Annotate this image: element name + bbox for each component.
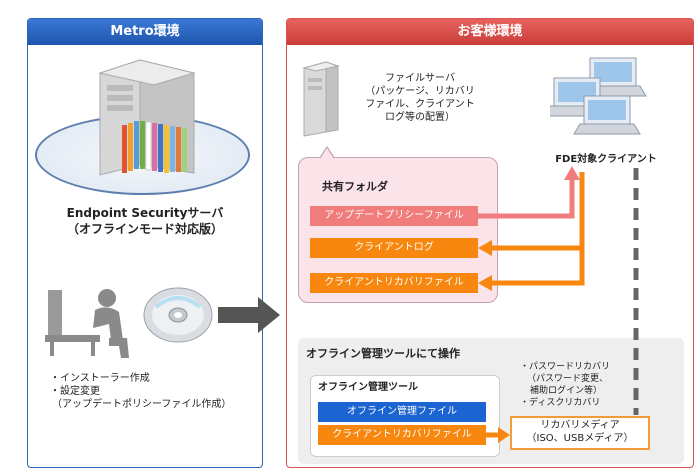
bullet-installer: ・インストーラー作成 [50,373,150,384]
policy-arrowhead [564,166,580,180]
note-disk-recovery: ・ディスクリカバリ [520,398,601,408]
recovery-media-types: （ISO、USBメディア） [526,433,634,444]
offline-operation-title: オフライン管理ツールにて操作 [306,347,460,360]
recovery-media-label: リカバリメディア [540,420,620,431]
shared-folder-tail [320,148,334,159]
client-recovery-line [490,248,585,286]
file-server-desc-3: ログ等の配置） [385,112,455,123]
client-pcs-icon [550,57,647,135]
bullet-policy-note: （アップデートポリシーファイル作成） [52,399,232,410]
metro-environment-title: Metro環境 [28,19,262,45]
client-recovery-file-bar: クライアントリカバリファイル [310,273,478,293]
file-server-desc-2: ファイル、クライアント [365,99,475,110]
client-log-line [490,172,585,251]
update-policy-file-bar: アップデートプリシーファイル [310,206,478,226]
fde-client-label: FDE対象クライアント [555,154,657,165]
client-log-arrowhead [478,240,492,256]
note-password-recovery: ・パスワードリカバリ [520,362,611,372]
user-at-desk-icon [45,289,129,358]
note-aux-login: 補助ログイン等） [530,386,603,396]
server-label: Endpoint Securityサーバ [66,206,224,220]
customer-environment-panel: お客様環境 [286,18,694,468]
shared-folder-title: 共有フォルダ [322,180,388,193]
transfer-arrow [218,297,280,333]
bullet-settings: ・設定変更 [50,386,100,397]
file-server-title: ファイルサーバ [385,73,455,84]
offline-management-file-bar: オフライン管理ファイル [318,402,486,422]
policy-line [478,174,575,219]
server-ellipse [35,115,250,195]
note-password-change: （パスワード変更、 [527,374,609,384]
server-mode-label: （オフラインモード対応版） [66,222,223,236]
metro-environment-panel: Metro環境 [27,18,263,468]
cd-disc-icon [143,287,213,343]
offline-recovery-file-bar: クライアントリカバリファイル [318,425,486,445]
offline-tool-title: オフライン管理ツール [318,382,418,393]
client-recovery-arrowhead [478,275,492,291]
file-server-desc-1: （パッケージ、リカバリ [365,86,475,97]
file-server-icon [302,61,340,137]
recovery-media-box [510,416,650,450]
customer-environment-title: お客様環境 [287,19,693,45]
server-rack-icon [98,59,196,176]
client-log-bar: クライアントログ [310,238,478,258]
media-arrowhead [498,427,510,443]
